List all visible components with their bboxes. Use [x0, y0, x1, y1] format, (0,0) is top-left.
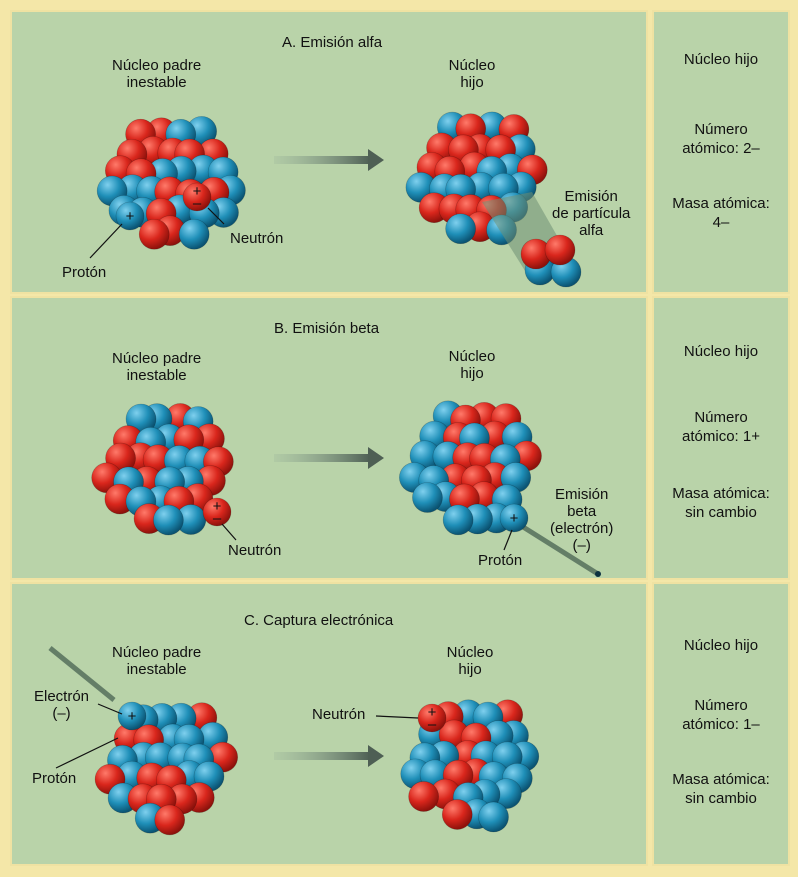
neutron-pointer — [376, 716, 418, 718]
neutron-marker: +– — [203, 498, 231, 527]
arrow-head — [368, 149, 384, 171]
proton-pointer — [90, 224, 122, 258]
arrow-shaft — [274, 454, 370, 462]
plus-sign: + — [126, 208, 135, 225]
alpha-particle — [521, 235, 581, 287]
arrow-head — [368, 447, 384, 469]
proton-sphere — [409, 781, 439, 811]
side-atomic-number: Númeroatómico: 1+ — [654, 408, 788, 446]
proton-sphere — [442, 799, 472, 829]
neutron-sphere — [412, 483, 442, 513]
electron-dot — [595, 571, 601, 577]
minus-sign: – — [428, 716, 437, 733]
panel-alpha-emission: A. Emisión alfa Núcleo padreinestable Nú… — [10, 10, 648, 294]
side-heading: Núcleo hijo — [654, 50, 788, 69]
proton-sphere — [139, 219, 169, 249]
electron-trail — [50, 648, 114, 700]
side-heading: Núcleo hijo — [654, 342, 788, 361]
reaction-arrow — [274, 745, 384, 767]
panel-beta-emission: B. Emisión beta Núcleo padreinestable Nú… — [10, 296, 648, 580]
neutron-sphere — [179, 219, 209, 249]
proton-sphere — [155, 805, 185, 835]
side-panel-alpha: Núcleo hijo Númeroatómico: 2– Masa atómi… — [652, 10, 790, 294]
panel-beta-graphic: +– + — [12, 298, 648, 580]
side-atomic-mass: Masa atómica:4– — [654, 194, 788, 232]
plus-sign: + — [128, 708, 137, 725]
proton-pointer — [504, 530, 512, 550]
proton-sphere — [545, 235, 575, 265]
parent-nucleus — [95, 703, 238, 835]
arrow-shaft — [274, 752, 370, 760]
reaction-arrow — [274, 447, 384, 469]
beta-trail — [512, 520, 598, 574]
neutron-sphere — [446, 214, 476, 244]
plus-sign: + — [510, 510, 519, 527]
arrow-head — [368, 745, 384, 767]
side-panel-capture: Núcleo hijo Númeroatómico: 1– Masa atómi… — [652, 582, 790, 866]
electron-marker: + — [118, 702, 146, 730]
electron-pointer — [98, 704, 122, 714]
neutron-pointer — [222, 524, 236, 540]
panel-alpha-graphic: +– + — [12, 12, 648, 294]
neutron-sphere — [153, 505, 183, 535]
arrow-shaft — [274, 156, 370, 164]
side-panel-beta: Núcleo hijo Númeroatómico: 1+ Masa atómi… — [652, 296, 790, 580]
neutron-sphere — [479, 802, 509, 832]
side-atomic-number: Númeroatómico: 2– — [654, 120, 788, 158]
minus-sign: – — [213, 510, 222, 527]
side-heading: Núcleo hijo — [654, 636, 788, 655]
parent-nucleus — [97, 116, 245, 249]
panel-capture-graphic: + +– — [12, 584, 648, 866]
reaction-arrow — [274, 149, 384, 171]
neutron-sphere — [443, 505, 473, 535]
minus-sign: – — [193, 195, 202, 212]
panel-electron-capture: C. Captura electrónica Núcleo padreinest… — [10, 582, 648, 866]
side-atomic-number: Númeroatómico: 1– — [654, 696, 788, 734]
proton-marker: + — [500, 504, 528, 532]
side-atomic-mass: Masa atómica:sin cambio — [654, 484, 788, 522]
side-atomic-mass: Masa atómica:sin cambio — [654, 770, 788, 808]
